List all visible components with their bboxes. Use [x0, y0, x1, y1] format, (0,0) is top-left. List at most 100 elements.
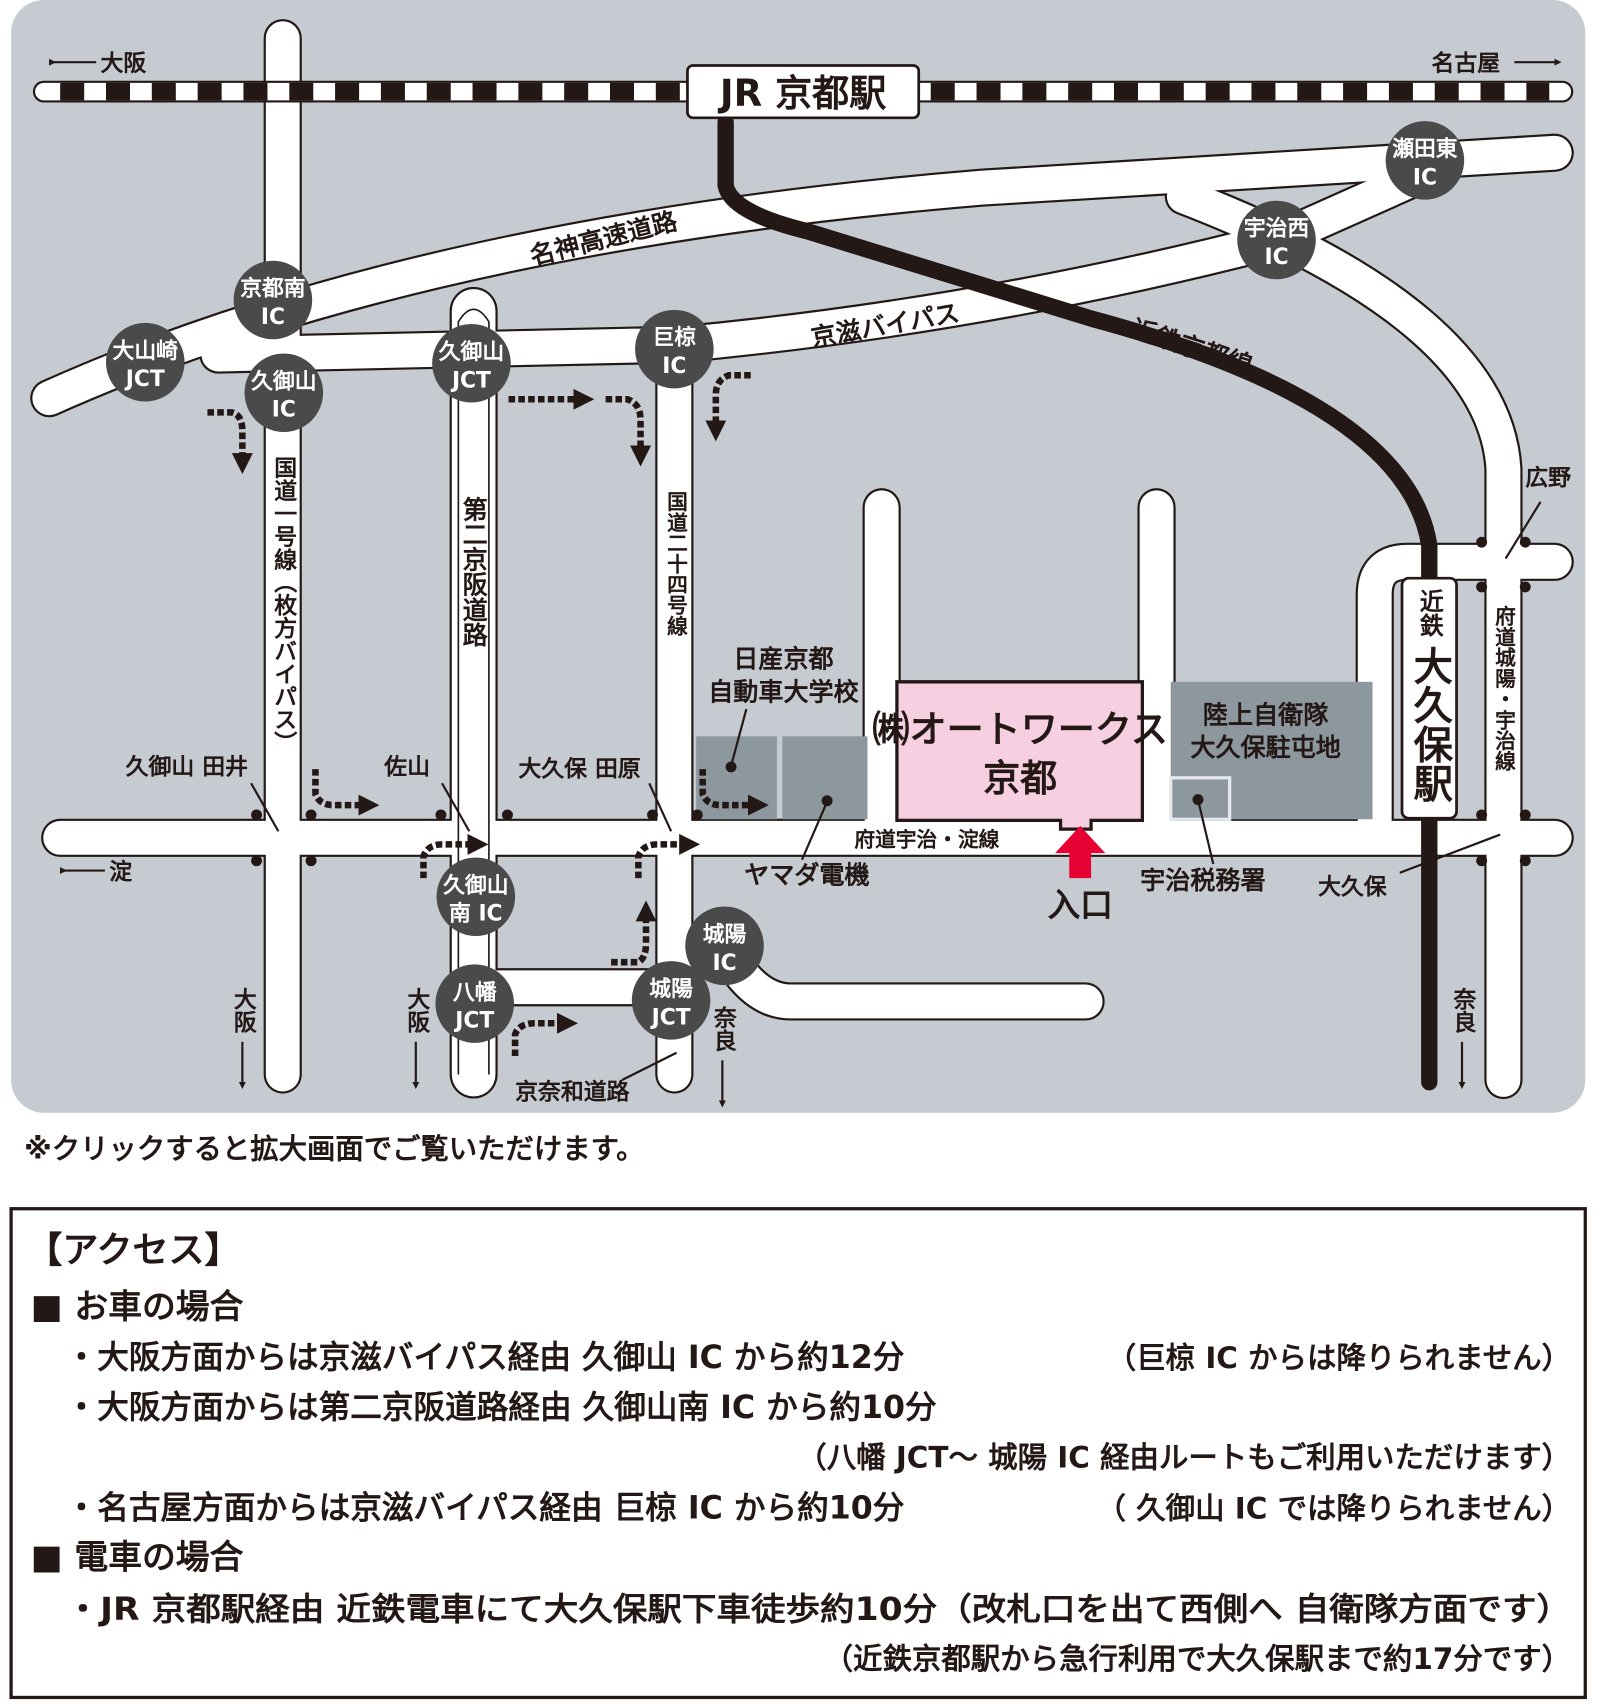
leader-line — [1504, 501, 1542, 560]
route-arrow-icon — [511, 1012, 578, 1056]
place-hirono: 広野 — [1525, 464, 1571, 491]
destination-autoworks-kyoto[interactable] — [895, 680, 1144, 831]
interchange-label-line1: 久御山 — [443, 872, 508, 898]
interchange-label-line1: 瀬田東 — [1392, 137, 1458, 162]
train-heading: ■ 電車の場合 — [31, 1538, 244, 1577]
interchange-label-line2: IC — [1264, 245, 1288, 270]
direction-nara-1: 奈良 — [709, 1005, 737, 1053]
interchange-marker[interactable]: 八幡 JCT — [435, 964, 514, 1043]
place-okubo: 大久保 — [1318, 874, 1388, 901]
car-route-2: ・大阪方面からは第二京阪道路経由 久御山南 IC から約10分 — [66, 1389, 937, 1426]
interchange-marker[interactable]: 城陽 IC — [685, 906, 764, 986]
direction-nara-2: 奈良 — [1449, 986, 1477, 1034]
direction-nagoya-top: 名古屋 — [1431, 50, 1500, 77]
destination-name-line1: ㈱オートワークス — [872, 708, 1168, 751]
car-route-1-note: （巨椋 IC からは降りられません） — [1107, 1341, 1571, 1375]
interchange-marker[interactable]: 巨椋 IC — [635, 309, 714, 389]
interchange-circle — [436, 857, 516, 936]
interchange-circle — [1385, 121, 1465, 200]
interchange-label-line1: 大山崎 — [113, 339, 179, 364]
jr-kyoto-station-box[interactable] — [686, 64, 921, 120]
interchange-label-line2: JCT — [453, 1009, 494, 1034]
direction-osaka-top: 大阪 — [101, 51, 147, 77]
interchange-label-line2: JCT — [124, 367, 165, 392]
road-label-route24: 国道二十四号線 — [663, 491, 687, 636]
interchange-marker[interactable]: 大山崎 JCT — [106, 322, 185, 402]
interchange-label-line1: 城陽 — [703, 921, 747, 947]
interchange-label-line1: 八幡 — [453, 980, 497, 1005]
interchange-marker[interactable]: 宇治西 IC — [1237, 200, 1316, 280]
route-arrow-icon — [705, 372, 751, 442]
route-arrow-icon — [635, 833, 701, 879]
interchange-markers: 瀬田東 IC 宇治西 IC 京都南 IC 大山崎 JCT 久御山 IC 久御山 JCT 巨椋 IC 久御山南… — [106, 121, 1465, 1043]
route-arrow-icon — [605, 395, 652, 467]
interchange-label-line1: 巨椋 — [653, 325, 697, 351]
interchange-marker[interactable]: 久御山南 IC — [436, 857, 516, 936]
entrance-arrow-icon — [1055, 825, 1106, 879]
jr-kyoto-station-label: JR 京都駅 — [717, 72, 887, 115]
train-route-note: （近鉄京都駅から急行利用で大久保駅まで約17分です） — [824, 1642, 1571, 1676]
interchange-label-line1: 久御山 — [251, 368, 316, 394]
car-route-3-note: （ 久御山 IC では降りられません） — [1097, 1492, 1572, 1526]
kintetsu-railway-line — [717, 113, 1438, 1091]
place-nissan-line1: 日産京都 — [733, 645, 833, 674]
route-arrow-icon — [420, 833, 489, 879]
place-kumiyama-tai: 久御山 田井 — [126, 754, 248, 781]
interchange-label-line2: IC — [712, 951, 736, 976]
train-route: ・JR 京都駅経由 近鉄電車にて大久保駅下車徒歩約10分（改札口を出て西側へ 自… — [66, 1591, 1571, 1628]
destination-name-line2: 京都 — [983, 757, 1057, 800]
car-heading: ■ お車の場合 — [31, 1287, 244, 1326]
interchange-marker[interactable]: 京都南 IC — [233, 260, 313, 340]
road-network — [49, 38, 1554, 1080]
marker-dot — [821, 795, 833, 807]
interchange-label-line1: 京都南 — [240, 276, 305, 302]
daini-keihan-inner-line — [457, 308, 490, 1075]
car-route-1: ・大阪方面からは京滋バイパス経由 久御山 IC から約12分 — [66, 1339, 905, 1376]
station-okubo-label: 大久保駅 — [1407, 645, 1453, 803]
road-label-fudo-uji-yodo: 府道宇治・淀線 — [854, 828, 999, 852]
interchange-circle — [244, 353, 324, 432]
place-yamada-denki: ヤマダ電機 — [744, 861, 869, 890]
access-info-box — [9, 1207, 1587, 1700]
leader-line — [1399, 833, 1501, 874]
interchange-label-line2: 南 IC — [449, 902, 503, 927]
interchange-marker[interactable]: 久御山 JCT — [432, 324, 511, 403]
leader-line — [730, 708, 748, 767]
route-arrow-icon — [207, 409, 253, 475]
leader-line — [621, 1051, 678, 1081]
route-arrow-icon — [312, 769, 380, 816]
interchange-marker[interactable]: 瀬田東 IC — [1385, 121, 1465, 200]
interchange-label-line2: IC — [261, 305, 285, 330]
interchange-circle — [631, 961, 711, 1040]
intersection-dots — [251, 536, 1531, 867]
kintetsu-okubo-station-box[interactable] — [1400, 576, 1458, 820]
interchange-label-line1: 宇治西 — [1244, 216, 1309, 242]
interchange-circle — [233, 260, 313, 340]
enlarge-note[interactable]: ※クリックすると拡大画面でご覧いただけます。 — [24, 1133, 644, 1166]
place-sayama: 佐山 — [383, 755, 430, 781]
leader-line — [441, 782, 471, 832]
interchange-label-line2: JCT — [650, 1005, 691, 1030]
interchange-label-line2: IC — [1413, 165, 1437, 190]
road-label-route1: 国道一号線（枚方バイパス） — [270, 456, 297, 754]
car-route-3: ・名古屋方面からは京滋バイパス経由 巨椋 IC から約10分 — [66, 1490, 905, 1527]
interchange-label-line2: IC — [662, 354, 686, 379]
interchange-marker[interactable]: 久御山 IC — [244, 353, 324, 432]
interchange-label-line2: IC — [272, 398, 296, 423]
entrance-label: 入口 — [1047, 886, 1112, 924]
interchange-label-line1: 久御山 — [439, 339, 504, 365]
interchange-circle — [1237, 200, 1316, 280]
place-nissan-line2: 自動車大学校 — [708, 677, 859, 706]
interchange-label-line2: JCT — [450, 368, 491, 393]
access-title: 【アクセス】 — [26, 1230, 240, 1271]
direction-yodo: 淀 — [109, 858, 132, 885]
leader-line — [648, 782, 673, 832]
direction-osaka-bottom-1: 大阪 — [229, 987, 256, 1034]
interchange-circle — [685, 906, 764, 986]
leader-line — [250, 782, 280, 832]
road-label-fudo-joyo-uji: 府道城陽・宇治線 — [1491, 605, 1515, 772]
direction-osaka-bottom-2: 大阪 — [403, 987, 430, 1034]
place-uji-tax-office: 宇治税務署 — [1140, 866, 1265, 895]
